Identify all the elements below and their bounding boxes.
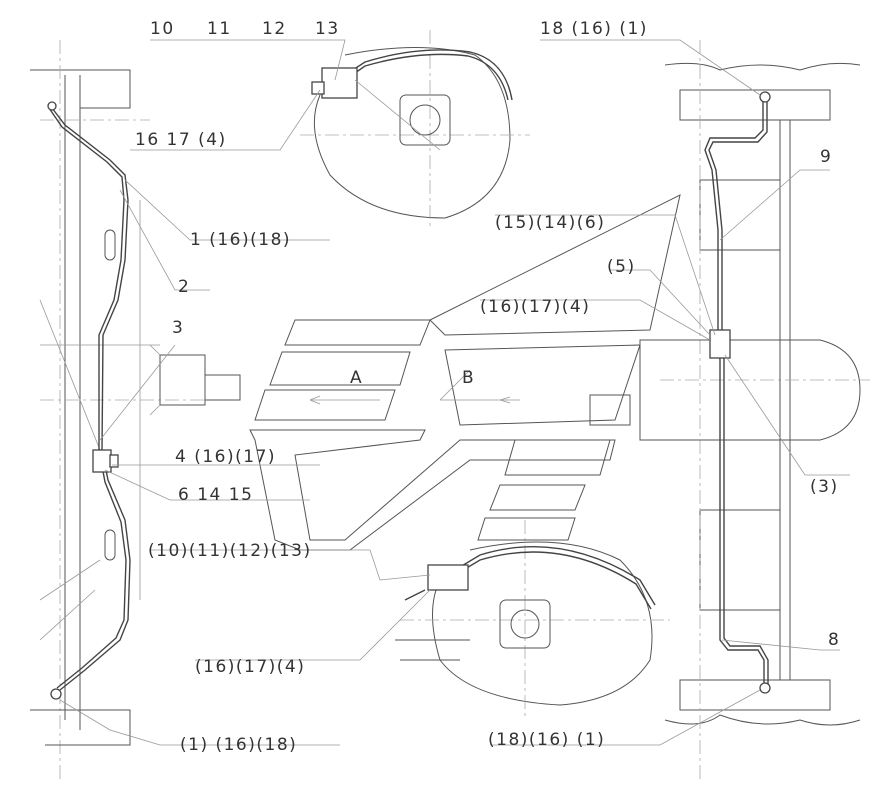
left-three-way-joint	[92, 449, 112, 473]
vehicle-direction-graphic	[249, 194, 681, 551]
left-brake-pipe	[47, 101, 131, 700]
left-bottom-fitting-icon	[50, 688, 62, 700]
right-brake-pipe	[704, 91, 771, 694]
callout-left-clamp: 4 (16)(17)	[175, 447, 276, 467]
callout-top-numbers-12: 12	[262, 19, 287, 39]
callout-labels: 10 11 12 13 18 (16) (1) 16 17 (4) 1 (16)…	[135, 19, 840, 755]
callout-right-clamp: (16)(17)(4)	[480, 297, 590, 317]
callout-bottom-clamp: (16)(17)(4)	[195, 657, 305, 677]
leader-lines	[39, 39, 850, 746]
callout-top-numbers-11: 11	[207, 19, 232, 39]
right-frame-rail	[589, 40, 870, 780]
callout-label-3: 3	[172, 318, 184, 338]
callout-middle-group: (10)(11)(12)(13)	[148, 541, 312, 561]
callout-label-5: (5)	[607, 257, 636, 277]
left-axle-housing	[39, 299, 241, 451]
callout-top-clamp: 16 17 (4)	[135, 130, 227, 150]
callout-bottom-left: (1) (16)(18)	[180, 735, 297, 755]
callout-right-group: (15)(14)(6)	[495, 213, 605, 233]
bottom-wheel-brake	[395, 520, 670, 720]
callout-left-upper: 1 (16)(18)	[190, 230, 291, 250]
callout-label-8: 8	[828, 630, 840, 650]
direction-label-b: B	[462, 368, 475, 388]
right-bottom-fitting-icon	[759, 682, 771, 694]
callout-left-lower: 6 14 15	[178, 485, 253, 505]
right-top-fitting-icon	[759, 91, 771, 103]
callout-top-numbers-13: 13	[315, 19, 340, 39]
right-three-way-joint	[709, 329, 731, 359]
bottom-clamp	[427, 564, 469, 591]
callout-top-numbers-10: 10	[150, 19, 175, 39]
direction-label-a: A	[350, 368, 363, 388]
left-top-fitting-icon	[47, 101, 57, 111]
top-clamp	[321, 67, 358, 99]
callout-label-9: 9	[820, 147, 832, 167]
callout-label-2: 2	[178, 277, 190, 297]
callout-label-3b: (3)	[810, 477, 839, 497]
top-wheel-brake	[300, 30, 530, 230]
left-frame-rail	[30, 40, 230, 780]
callout-bottom-right: (18)(16) (1)	[488, 730, 605, 750]
callout-top-right: 18 (16) (1)	[540, 19, 648, 39]
